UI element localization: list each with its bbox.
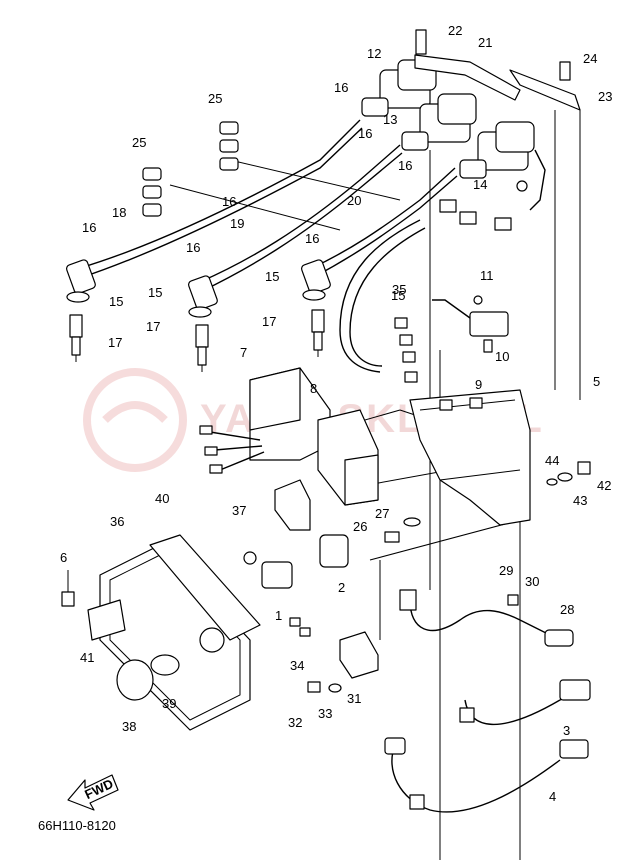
callout-17: 17	[108, 335, 122, 350]
callout-5: 5	[593, 374, 600, 389]
relay-9	[432, 295, 509, 353]
callout-8: 8	[310, 381, 317, 396]
callout-16: 16	[334, 80, 348, 95]
clips-25	[142, 121, 239, 217]
switches-1-2	[243, 534, 349, 589]
callout-11: 11	[480, 268, 494, 283]
callout-23: 23	[598, 89, 612, 104]
callout-15: 15	[148, 285, 162, 300]
plug-lead-19	[187, 144, 403, 318]
callout-24: 24	[583, 51, 597, 66]
callout-17: 17	[262, 314, 276, 329]
callout-16: 16	[186, 240, 200, 255]
fasteners-42-44	[546, 461, 591, 486]
plug-lead-20	[300, 167, 458, 301]
callout-35: 35	[392, 282, 406, 297]
callout-39: 39	[162, 696, 176, 711]
callout-7: 7	[240, 345, 247, 360]
bracket-37	[274, 479, 311, 531]
callout-40: 40	[155, 491, 169, 506]
spark-plugs	[69, 309, 325, 372]
callout-44: 44	[545, 453, 559, 468]
callout-15: 15	[265, 269, 279, 284]
callout-15: 15	[391, 288, 405, 303]
callout-17: 17	[146, 319, 160, 334]
brackets	[414, 29, 581, 111]
callout-41: 41	[80, 650, 94, 665]
callout-12: 12	[367, 46, 381, 61]
callout-16: 16	[398, 158, 412, 173]
callout-16: 16	[82, 220, 96, 235]
callout-32: 32	[288, 715, 302, 730]
callout-9: 9	[475, 377, 482, 392]
screw-26-washer-27	[384, 517, 421, 543]
callout-14: 14	[473, 177, 487, 192]
callout-1: 1	[275, 608, 282, 623]
callout-15: 15	[109, 294, 123, 309]
callout-27: 27	[375, 506, 389, 521]
callout-26: 26	[353, 519, 367, 534]
callout-2: 2	[338, 580, 345, 595]
cdi-unit-7	[199, 367, 331, 474]
wire-harness-35	[339, 199, 512, 383]
callout-10: 10	[495, 349, 509, 364]
ignition-coils	[361, 59, 546, 211]
callout-43: 43	[573, 493, 587, 508]
callout-20: 20	[347, 193, 361, 208]
callout-18: 18	[112, 205, 126, 220]
plug-lead-18	[65, 119, 363, 303]
callout-25: 25	[208, 91, 222, 106]
callout-31: 31	[347, 691, 361, 706]
battery-cable-4	[384, 737, 589, 813]
callout-25: 25	[132, 135, 146, 150]
callout-4: 4	[549, 789, 556, 804]
box-cover-36	[87, 534, 261, 731]
callout-21: 21	[478, 35, 492, 50]
callout-28: 28	[560, 602, 574, 617]
battery-cable-3	[459, 679, 591, 726]
callout-42: 42	[597, 478, 611, 493]
callout-37: 37	[232, 503, 246, 518]
callout-6: 6	[60, 550, 67, 565]
relay-31	[289, 617, 379, 693]
electrical-bracket-5	[409, 389, 531, 526]
callout-3: 3	[563, 723, 570, 738]
callout-22: 22	[448, 23, 462, 38]
callout-38: 38	[122, 719, 136, 734]
rectifier-8	[317, 409, 379, 506]
callout-16: 16	[222, 194, 236, 209]
callout-19: 19	[230, 216, 244, 231]
bolt-6	[61, 570, 75, 607]
callout-34: 34	[290, 658, 304, 673]
callout-29: 29	[499, 563, 513, 578]
cap-38-seal-39	[116, 654, 180, 701]
callout-36: 36	[110, 514, 124, 529]
callout-16: 16	[305, 231, 319, 246]
callout-30: 30	[525, 574, 539, 589]
callout-13: 13	[383, 112, 397, 127]
fwd-arrow-icon: FWD	[67, 774, 119, 811]
callout-16: 16	[358, 126, 372, 141]
diagram-code: 66H110-8120	[38, 818, 116, 833]
callout-33: 33	[318, 706, 332, 721]
cable-28	[399, 589, 574, 647]
